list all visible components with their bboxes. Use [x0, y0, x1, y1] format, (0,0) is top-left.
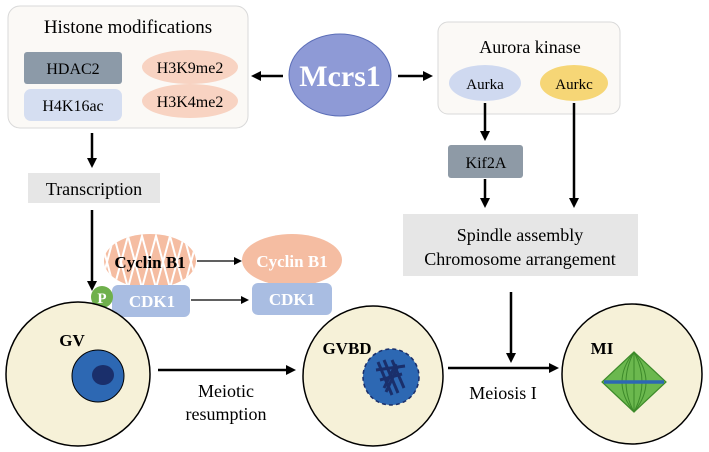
mi-label: MI	[591, 339, 614, 358]
spindle-line2: Chromosome arrangement	[424, 249, 615, 269]
meiotic-label-1: Meiotic	[198, 381, 254, 401]
gv-label: GV	[59, 331, 85, 350]
kif2a-label: Kif2A	[466, 155, 507, 172]
mcrs1-label: Mcrs1	[299, 60, 381, 93]
aurora-panel-title: Aurora kinase	[479, 37, 580, 57]
gv-nucleolus	[92, 365, 114, 385]
h3k4me2-ellipse	[142, 84, 238, 118]
cdk1-right: CDK1	[252, 283, 332, 315]
phospho-label: P	[97, 291, 106, 307]
gv-oocyte: GV	[5, 301, 151, 447]
histone-panel-title: Histone modifications	[44, 17, 212, 38]
mcrs1-node: Mcrs1	[288, 33, 392, 117]
cyclin-b1-left-label: Cyclin B1	[114, 253, 185, 272]
hdac2-box	[24, 52, 122, 84]
meiotic-label-2: resumption	[186, 404, 267, 424]
spindle-line1: Spindle assembly	[457, 225, 584, 245]
aurkc-ellipse	[540, 65, 608, 101]
gvbd-label: GVBD	[322, 339, 371, 358]
h3k4me2-label: H3K4me2	[157, 94, 224, 111]
cyclin-b1-left: Cyclin B1	[104, 234, 196, 288]
mi-oocyte: MI	[561, 303, 703, 445]
h4k16ac-label: H4K16ac	[42, 98, 103, 115]
cdk1-left-label: CDK1	[129, 292, 175, 311]
spindle-assembly-box: Spindle assembly Chromosome arrangement	[403, 214, 638, 276]
gvbd-oocyte: GVBD	[302, 305, 444, 447]
h3k9me2-label: H3K9me2	[157, 60, 224, 77]
meiosis-label: Meiosis I	[469, 383, 537, 403]
histone-modifications-panel: Histone modifications HDAC2 H4K16ac H3K9…	[7, 5, 249, 129]
transcription-box: Transcription	[28, 173, 160, 203]
mi-spindle	[601, 351, 667, 413]
kif2a-node: Kif2A	[448, 145, 523, 178]
aurka-label: Aurka	[466, 77, 504, 93]
aurkc-label: Aurkc	[555, 77, 593, 93]
aurora-kinase-panel: Aurora kinase Aurka Aurkc	[437, 21, 621, 115]
cyclin-b1-right: Cyclin B1	[242, 234, 342, 286]
aurka-ellipse	[449, 65, 521, 101]
transcription-label: Transcription	[46, 179, 142, 199]
hdac2-label: HDAC2	[46, 61, 99, 78]
cyclin-b1-right-label: Cyclin B1	[256, 252, 327, 271]
phospho-badge	[91, 286, 113, 308]
gvbd-chromosomes	[375, 359, 406, 396]
cdk1-right-label: CDK1	[269, 290, 315, 309]
cdk1-left: CDK1 P	[91, 285, 190, 317]
h3k9me2-ellipse	[142, 50, 238, 84]
h4k16ac-box	[24, 89, 122, 121]
